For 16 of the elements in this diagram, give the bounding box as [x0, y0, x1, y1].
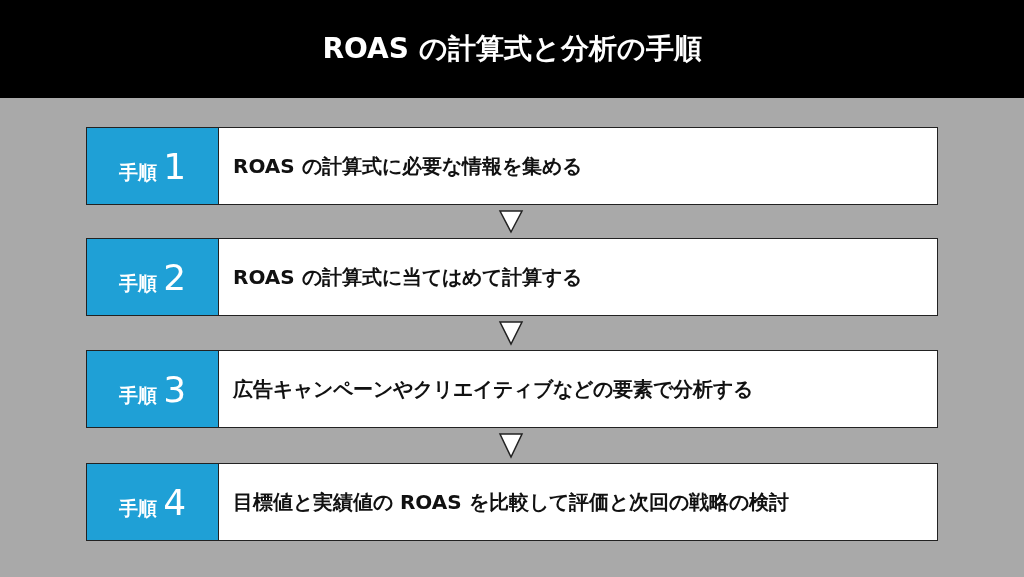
step-text: 広告キャンペーンやクリエイティブなどの要素で分析する [233, 375, 753, 403]
step-box [86, 127, 938, 205]
step-text: ROAS の計算式に必要な情報を集める [233, 152, 582, 180]
down-arrow [498, 321, 524, 346]
step-box [86, 238, 938, 316]
step-label: 手順 3 [87, 351, 219, 427]
step-text: ROAS の計算式に当てはめて計算する [233, 263, 582, 291]
step-text: 目標値と実績値の ROAS を比較して評価と次回の戦略の検討 [233, 488, 789, 516]
title: ROAS の計算式と分析の手順 [322, 31, 702, 67]
step-label: 手順 4 [87, 464, 219, 540]
down-arrow [498, 210, 524, 234]
down-arrow [498, 433, 524, 459]
step-box [86, 463, 938, 541]
step-box [86, 350, 938, 428]
step-label: 手順 1 [87, 128, 219, 204]
step-label: 手順 2 [87, 239, 219, 315]
